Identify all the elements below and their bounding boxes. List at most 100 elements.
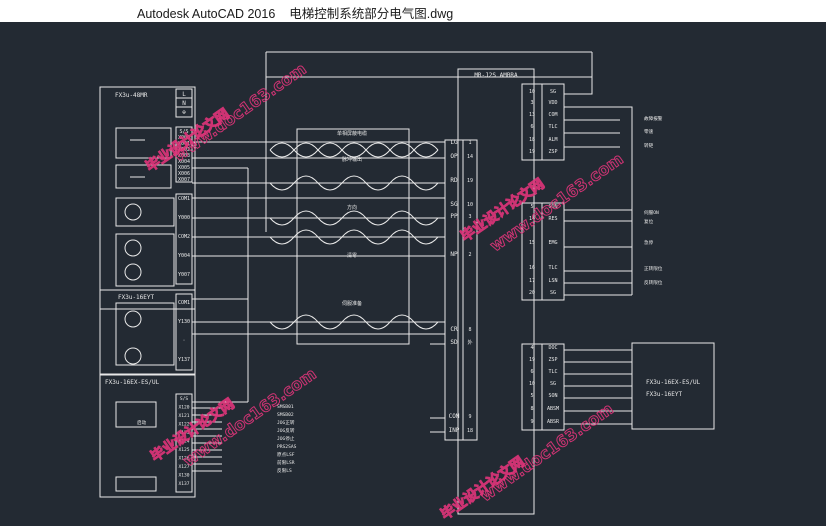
plc-main-title: FX3u-48MR xyxy=(115,92,148,99)
servo-right-term-name: ZSP xyxy=(548,149,557,155)
servo-title: MR-J2S AMBRA xyxy=(474,72,518,79)
servo-left-term-name: NP xyxy=(450,251,458,258)
ext-module2-label: JOG停止 xyxy=(277,435,295,442)
right-module-label: FX3u-16EYT xyxy=(646,391,683,398)
servo-right-term-pin: 19 xyxy=(529,149,535,155)
servo-right-term-pin: 8 xyxy=(530,406,533,412)
ext-module2-input: X123 xyxy=(178,430,189,436)
file-name: 电梯控制系统部分电气图.dwg xyxy=(289,7,454,21)
ext-module2-input: X125 xyxy=(178,447,189,453)
servo-left-term-name: SD xyxy=(450,339,458,346)
servo-right-term-name: RES xyxy=(548,216,557,222)
ext-module2-label: 反限LS xyxy=(277,467,292,474)
servo-left-term-name: OP xyxy=(450,153,458,160)
ext-module2-input: X130 xyxy=(178,473,189,479)
ext-module2-input: S/S xyxy=(180,396,189,402)
servo-left-term-pin: 19 xyxy=(467,178,473,184)
servo-left-term-name: LG xyxy=(450,139,458,146)
ext-module-title: FX3u-16EYT xyxy=(118,294,155,301)
servo-right-label: 伺服ON xyxy=(644,209,659,216)
title-bar: Autodesk AutoCAD 2016 电梯控制系统部分电气图.dwg xyxy=(0,0,826,22)
ext-module-term: Y130 xyxy=(178,319,190,325)
servo-right-label: 故障报警 xyxy=(644,115,663,122)
servo-right-term-name: EMG xyxy=(548,240,557,246)
plc-output-term: COM2 xyxy=(178,234,190,240)
servo-left-term-pin: 9 xyxy=(468,414,471,420)
servo-right-term-pin: 5 xyxy=(530,393,533,399)
servo-left-term-pin: 2 xyxy=(468,252,471,258)
servo-left-term-name: CR xyxy=(450,326,458,333)
plc-input-terms xyxy=(175,126,193,183)
servo-right-label: 零速 xyxy=(644,129,654,135)
plc-input-term: X004 xyxy=(178,159,190,165)
plc-input-term: S/S xyxy=(179,129,188,135)
ext-module2-input: X127 xyxy=(178,464,189,470)
servo-right-term-pin: 15 xyxy=(529,240,535,246)
ext-module2-input: X121 xyxy=(178,413,189,419)
servo-left-term-name: RD xyxy=(450,177,458,184)
servo-right-term-pin: 5 xyxy=(530,204,533,210)
ext-module2-label: JOG正转 xyxy=(277,419,295,426)
cable-top-label: 单相屏蔽电缆 xyxy=(337,130,367,137)
servo-right-term-name: ALM xyxy=(548,137,557,143)
ext-module2-title: FX3u-16EX-ES/UL xyxy=(105,379,160,386)
servo-right-label: 复位 xyxy=(644,218,654,225)
servo-right-label: 反转限位 xyxy=(644,279,663,286)
ext-module2-input: X124 xyxy=(178,439,189,445)
ext-module2-label: SMSB01 xyxy=(277,404,294,410)
servo-right-label: 转矩 xyxy=(644,142,654,149)
servo-right-label: 急停 xyxy=(644,239,654,246)
plc-input-term: X003 xyxy=(178,153,190,159)
ext-module2-label: 前限LSR xyxy=(277,459,295,466)
plc-output-term: COM1 xyxy=(178,196,190,202)
servo-right-term-pin: 18 xyxy=(529,137,535,143)
servo-left-term-pin: 14 xyxy=(467,154,473,160)
servo-left-term-pin: 外 xyxy=(467,339,472,346)
servo-right-term-pin: 9 xyxy=(530,419,533,425)
servo-left-block xyxy=(444,139,464,441)
plc-output-terms xyxy=(175,193,193,285)
servo-left-term-pin: 3 xyxy=(468,214,471,220)
ext-module2-input: X137 xyxy=(178,481,189,487)
plc-power-term: N xyxy=(182,100,186,107)
servo-right-term-name: SON xyxy=(548,204,557,210)
servo-right-term-name: DOC xyxy=(548,345,557,351)
servo-right-term-name: ABSR xyxy=(547,419,560,425)
servo-left-term-name: INP xyxy=(449,427,460,434)
right-module-frame xyxy=(631,342,715,430)
ext-module-term: COM1 xyxy=(178,300,190,306)
servo-right-term-pin: 4 xyxy=(530,345,533,351)
servo-right-term-pin: 10 xyxy=(529,381,535,387)
cable-label: 伺服准备 xyxy=(342,300,362,307)
plc-power-term: L xyxy=(182,91,186,98)
servo-right-label: 正转限位 xyxy=(644,265,663,272)
app-name: Autodesk AutoCAD 2016 xyxy=(137,7,276,21)
watermark-site: www.doc163.com xyxy=(476,399,616,505)
servo-left-term-pin: 10 xyxy=(467,202,473,208)
servo-right-term-name: SG xyxy=(550,89,556,95)
servo-right-term-pin: 6 xyxy=(530,124,533,130)
servo-left-term-pin: 8 xyxy=(468,327,471,333)
servo-right-term-pin: 10 xyxy=(529,89,535,95)
plc-input-term: X005 xyxy=(178,165,190,171)
ext-module2-input: X122 xyxy=(178,422,189,428)
servo-right-term-name: LSN xyxy=(548,278,557,284)
servo-right-term-pin: 20 xyxy=(529,290,535,296)
plc-output-term: Y000 xyxy=(178,215,190,221)
servo-right-term-name: COM xyxy=(548,112,557,118)
servo-right-term-name: VDD xyxy=(548,100,557,106)
servo-right-term-pin: 17 xyxy=(529,278,535,284)
servo-right-term-name: SON xyxy=(548,393,557,399)
plc-input-term: X007 xyxy=(178,177,190,183)
servo-right-term-pin: 13 xyxy=(529,112,535,118)
cable-label: 方向 xyxy=(347,204,357,211)
ext-module2-input: X120 xyxy=(178,405,189,411)
servo-left-term-name: SG xyxy=(450,201,458,208)
servo-right-term-name: TLC xyxy=(548,369,557,375)
servo-right-term-pin: 3 xyxy=(530,100,533,106)
servo-right-term-name: TLC xyxy=(548,265,557,271)
plc-output-term: Y007 xyxy=(178,272,190,278)
window-title: Autodesk AutoCAD 2016 电梯控制系统部分电气图.dwg xyxy=(137,3,453,22)
